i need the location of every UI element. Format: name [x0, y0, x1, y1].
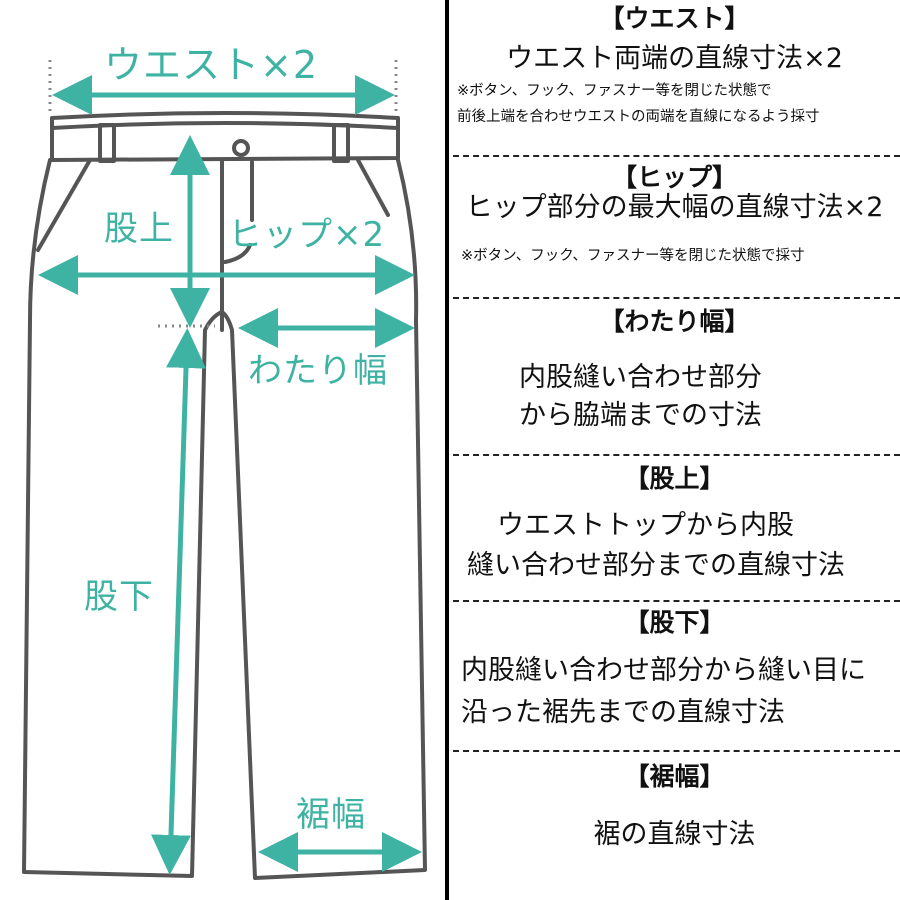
- section-description: 内股縫い合わせ部分: [519, 362, 762, 393]
- section-description: 内股縫い合わせ部分から縫い目に: [461, 655, 866, 686]
- rise-label: 股上: [104, 209, 174, 249]
- section-thigh-width: 【わたり幅】 内股縫い合わせ部分 から脇端までの寸法: [449, 307, 900, 435]
- waist-label: ウエスト×2: [104, 43, 319, 87]
- section-description: から脇端までの寸法: [519, 400, 762, 431]
- hip-label: ヒップ×2: [228, 215, 386, 255]
- section-title: 【股下】: [624, 608, 725, 637]
- section-note: ※ボタン、フック、ファスナー等を閉じた状態で: [457, 83, 772, 99]
- section-inseam: 【股下】 内股縫い合わせ部分から縫い目に 沿った裾先までの直線寸法: [449, 608, 900, 734]
- section-description: 裾の直線寸法: [593, 819, 756, 850]
- section-title: 【股上】: [624, 464, 725, 493]
- dashed-separator: [453, 600, 900, 602]
- section-hem-width: 【裾幅】 裾の直線寸法: [449, 762, 900, 852]
- section-description: ウエスト両端の直線寸法×2: [506, 43, 843, 74]
- section-title: 【ウエスト】: [599, 4, 750, 33]
- section-rise: 【股上】 ウエストトップから内股 縫い合わせ部分までの直線寸法: [449, 464, 900, 586]
- thigh-label: わたり幅: [248, 351, 388, 391]
- vertical-divider: [445, 0, 449, 900]
- section-description: 沿った裾先までの直線寸法: [461, 697, 785, 728]
- pants-outline-illustration: [22, 60, 427, 880]
- section-description: ヒップ部分の最大幅の直線寸法×2: [465, 192, 884, 223]
- dashed-separator: [453, 155, 900, 157]
- section-title: 【ヒップ】: [611, 163, 737, 192]
- measurement-descriptions: 【ウエスト】 ウエスト両端の直線寸法×2 ※ボタン、フック、ファスナー等を閉じた…: [449, 0, 900, 900]
- dashed-separator: [453, 750, 900, 752]
- section-title: 【わたり幅】: [599, 307, 750, 336]
- section-hip: 【ヒップ】 ヒップ部分の最大幅の直線寸法×2 ※ボタン、フック、ファスナー等を閉…: [449, 163, 900, 269]
- pants-measurement-diagram: ウエスト×2 ヒップ×2 股上 わたり幅 股下 裾幅: [0, 0, 445, 900]
- section-description: ウエストトップから内股: [497, 510, 794, 541]
- section-note: 前後上端を合わせウエストの両端を直線になるよう採寸: [457, 109, 820, 125]
- section-waist: 【ウエスト】 ウエスト両端の直線寸法×2 ※ボタン、フック、ファスナー等を閉じた…: [449, 4, 900, 130]
- hem-label: 裾幅: [296, 795, 366, 835]
- section-description: 縫い合わせ部分までの直線寸法: [467, 550, 845, 581]
- dashed-separator: [453, 297, 900, 299]
- section-title: 【裾幅】: [624, 762, 725, 791]
- inseam-label: 股下: [84, 577, 154, 617]
- dashed-separator: [453, 454, 900, 456]
- section-note: ※ボタン、フック、ファスナー等を閉じた状態で採寸: [461, 248, 805, 264]
